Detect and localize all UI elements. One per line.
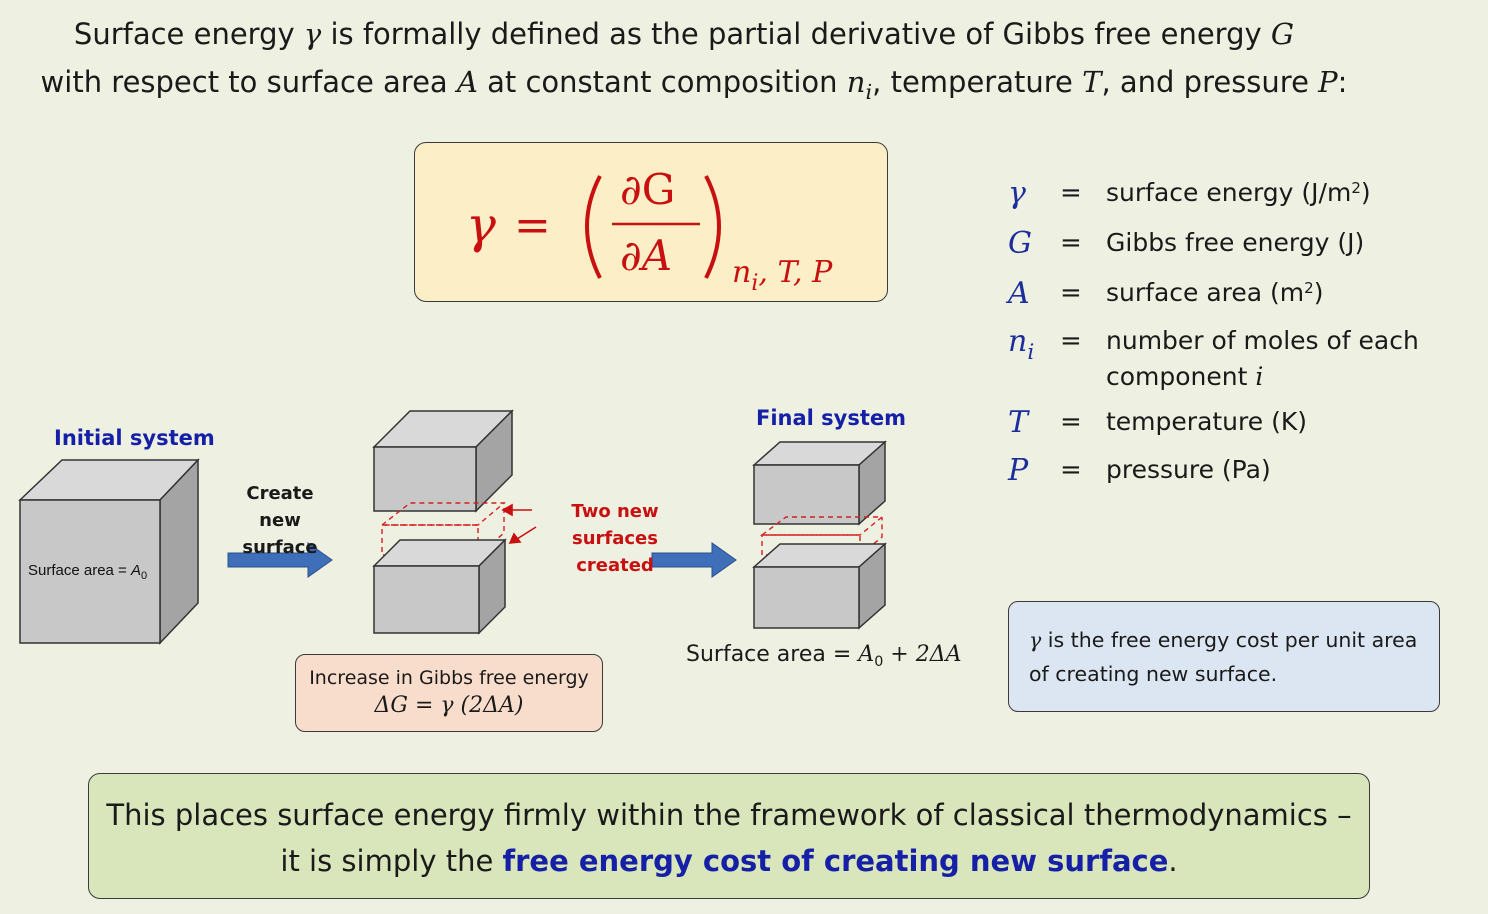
- legend-equals: =: [1060, 326, 1082, 356]
- formula-subscript: ni, T, P: [732, 255, 833, 296]
- gamma-symbol: γ: [1029, 628, 1042, 652]
- intro-line-1: Surface energy γ is formally defined as …: [0, 10, 1428, 58]
- final-lower-block: [752, 542, 887, 630]
- gibbs-increase-box: Increase in Gibbs free energy ΔG = γ (2Δ…: [295, 654, 603, 732]
- g-symbol: G: [1270, 17, 1295, 51]
- legend-sup: 2: [1304, 278, 1314, 297]
- legend-desc-2: component: [1106, 362, 1256, 391]
- surface-pointer-arrows: [501, 503, 537, 544]
- final-area-label: Surface area = A0 + 2ΔA: [686, 642, 962, 670]
- upper-block: [372, 409, 514, 513]
- initial-area-text: Surface area =: [28, 562, 131, 579]
- subscript-zero: 0: [141, 570, 147, 582]
- legend-desc: number of moles of each: [1106, 326, 1419, 355]
- intro-text: at constant composition: [477, 65, 847, 99]
- initial-cube: [18, 458, 200, 645]
- final-area-text: Surface area =: [686, 642, 859, 667]
- intro-text: , and pressure: [1101, 65, 1319, 99]
- gamma-text-1: is the free energy cost per unit area: [1041, 628, 1418, 652]
- legend-symbol: ni: [1008, 324, 1034, 365]
- right-paren: [704, 175, 721, 279]
- surface-creation-diagram: Surface area = A0: [18, 409, 887, 645]
- legend-desc: pressure (Pa): [1106, 455, 1271, 484]
- legend-desc: surface area (m: [1106, 278, 1305, 307]
- final-upper-block: [752, 440, 887, 526]
- initial-area-label: Surface area = A0: [28, 562, 147, 582]
- conclusion-line-2: it is simply the free energy cost of cre…: [89, 838, 1369, 884]
- formula-lhs: γ: [466, 196, 496, 254]
- conclusion-text: it is simply the: [280, 844, 503, 878]
- conclusion-period: .: [1168, 844, 1178, 878]
- t-symbol: T: [1082, 65, 1102, 99]
- intro-text: :: [1337, 65, 1348, 99]
- conclusion-highlight: free energy cost of creating new surface: [502, 844, 1169, 878]
- legend-text: surface energy (J/m2): [1106, 178, 1371, 207]
- a-symbol: A: [456, 65, 478, 99]
- a-symbol: A: [858, 642, 875, 667]
- subscript-zero: 0: [874, 654, 884, 670]
- legend-desc: surface energy (J/m: [1106, 178, 1352, 207]
- gamma-definition-box: γ is the free energy cost per unit area …: [1008, 601, 1440, 712]
- intro-text: is formally defined as the partial deriv…: [321, 17, 1271, 51]
- i-subscript: i: [865, 80, 873, 105]
- create-line-1: Create: [246, 483, 314, 504]
- left-paren: [585, 175, 602, 279]
- two-new-surfaces-label: Two new surfaces created: [530, 498, 700, 579]
- gibbs-increase-line-1: Increase in Gibbs free energy: [309, 667, 589, 689]
- gamma-line-1: γ is the free energy cost per unit area: [1029, 628, 1417, 652]
- create-arrow: [227, 542, 333, 578]
- gibbs-increase-equation: ΔG = γ (2ΔA): [374, 693, 524, 718]
- formula-numerator: ∂G: [620, 165, 675, 214]
- lower-block: [372, 538, 507, 635]
- legend-desc: temperature (K): [1106, 407, 1307, 436]
- sub-rest: , T, P: [758, 255, 833, 290]
- intro-text: , temperature: [872, 65, 1083, 99]
- legend-sup: 2: [1351, 178, 1361, 197]
- create-surface-label: Create new surface: [222, 480, 338, 561]
- formula-denominator: ∂A: [620, 231, 672, 280]
- initial-system-label: Initial system: [54, 426, 215, 450]
- legend-sym-sub: i: [1027, 339, 1035, 365]
- intro-text: with respect to surface area: [40, 65, 457, 99]
- legend-equals: =: [1060, 228, 1082, 258]
- legend-symbol: P: [1008, 453, 1029, 488]
- formula-box: [414, 142, 888, 302]
- legend-symbol: γ: [1008, 176, 1026, 211]
- legend-text: surface area (m2): [1106, 278, 1323, 307]
- gamma-symbol: γ: [303, 17, 322, 51]
- two-new-line-1: Two new surfaces: [571, 501, 659, 549]
- formula-equals: =: [514, 200, 551, 251]
- conclusion-line-1: This places surface energy firmly within…: [106, 798, 1352, 832]
- result-arrow: [651, 542, 737, 578]
- legend-symbol: T: [1008, 405, 1029, 440]
- intro-line-2: with respect to surface area A at consta…: [0, 58, 1438, 109]
- final-system-label: Final system: [756, 406, 907, 430]
- two-new-line-2: created: [576, 555, 654, 576]
- legend-symbol: G: [1008, 226, 1032, 261]
- p-symbol: P: [1318, 65, 1338, 99]
- intro-text: Surface energy: [73, 17, 304, 51]
- legend-equals: =: [1060, 278, 1082, 308]
- a-symbol: A: [130, 562, 141, 579]
- sub-i: i: [751, 271, 758, 296]
- n-symbol: n: [846, 65, 866, 99]
- legend-equals: =: [1060, 178, 1082, 208]
- legend-equals: =: [1060, 455, 1082, 485]
- legend-after: ): [1313, 278, 1324, 307]
- legend-desc: Gibbs free energy (J): [1106, 228, 1365, 257]
- legend-text-cont: component i: [1106, 362, 1263, 391]
- legend-symbol: A: [1008, 276, 1030, 311]
- final-area-rest: + 2ΔA: [883, 642, 962, 667]
- conclusion-box: This places surface energy firmly within…: [88, 773, 1370, 899]
- legend-sym-main: n: [1008, 324, 1028, 359]
- sub-n: n: [732, 255, 751, 290]
- create-line-2: new surface: [242, 510, 318, 558]
- legend-equals: =: [1060, 407, 1082, 437]
- legend-i-var: i: [1255, 362, 1264, 391]
- legend-after: ): [1360, 178, 1371, 207]
- formula: γ = ∂G ∂A ni, T, P: [466, 165, 833, 296]
- gamma-line-2: of creating new surface.: [1029, 662, 1278, 686]
